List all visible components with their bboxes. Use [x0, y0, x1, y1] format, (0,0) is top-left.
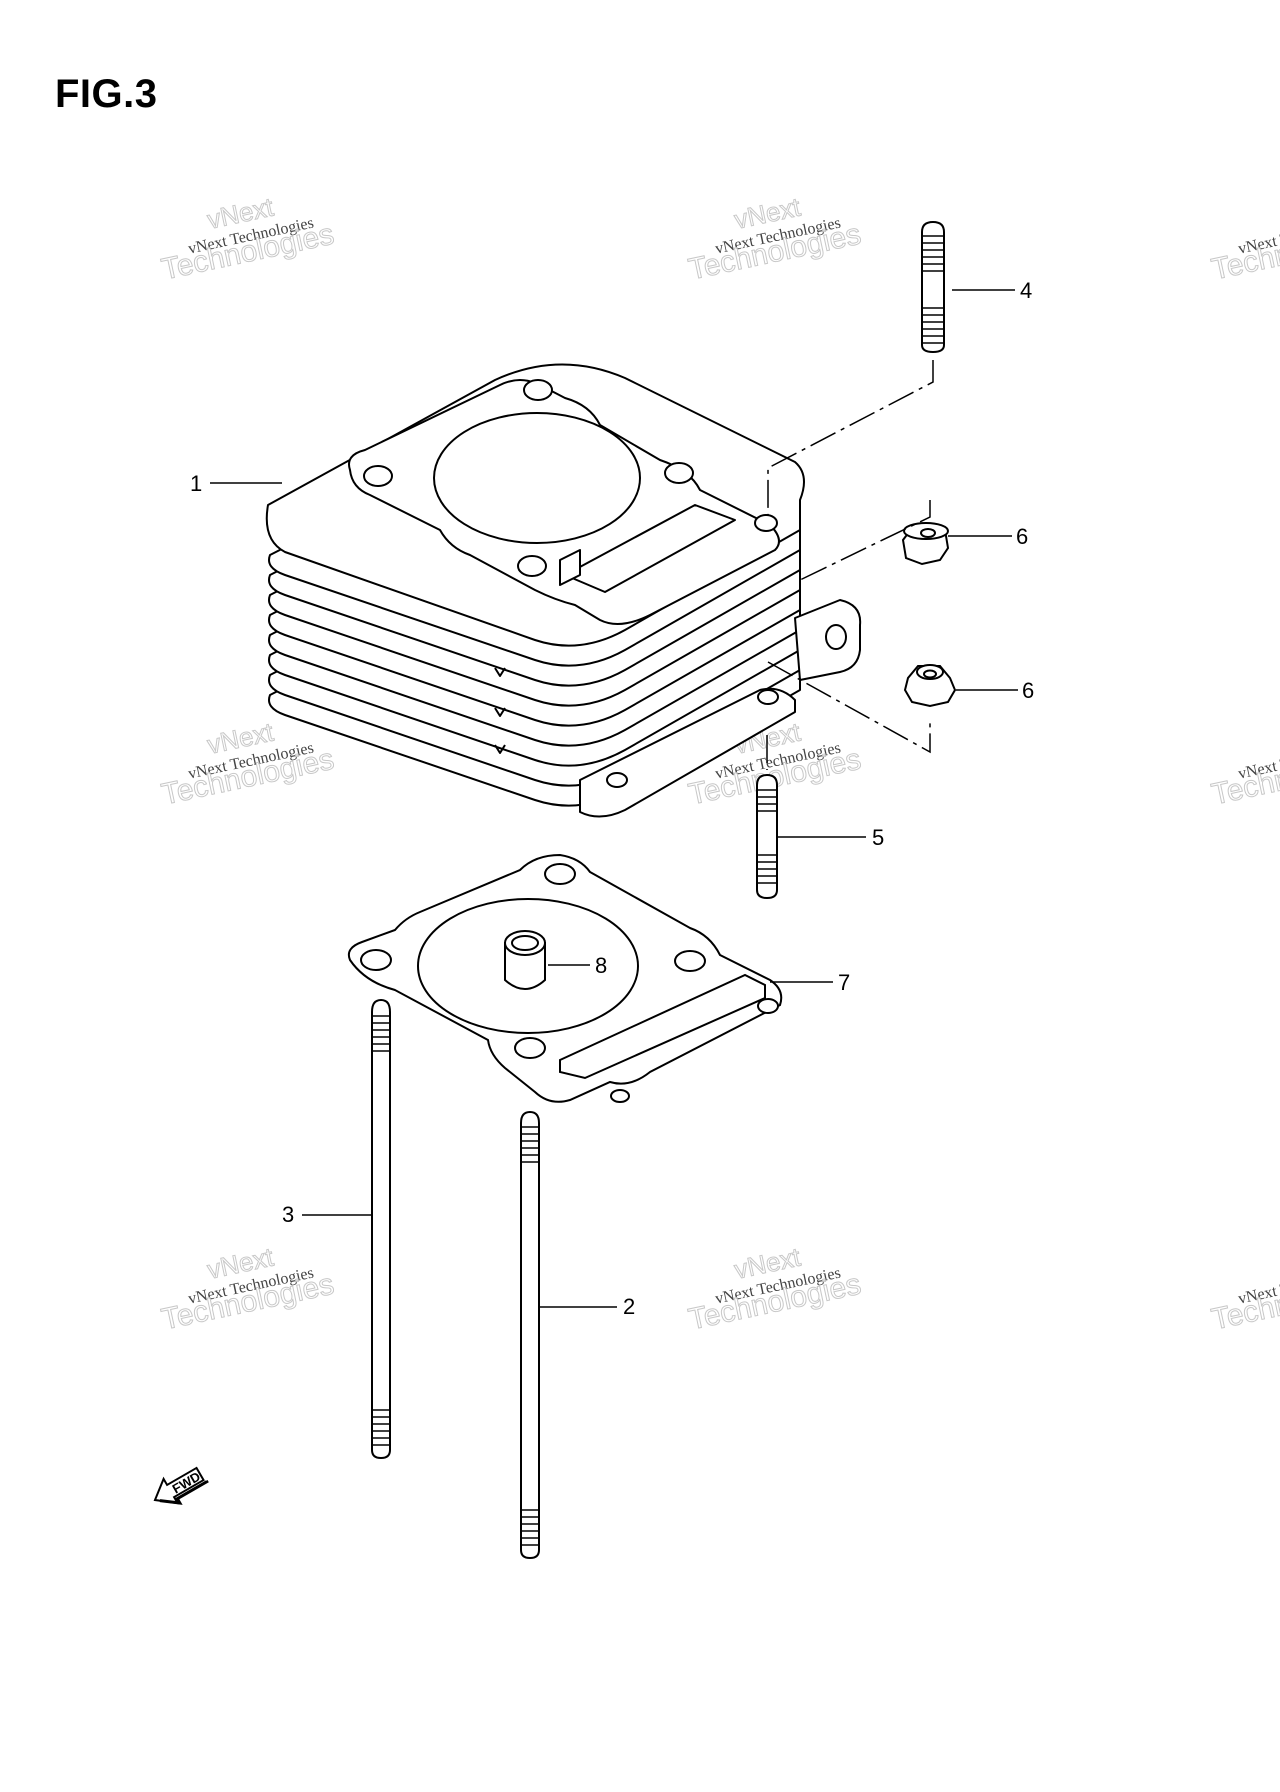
callout-7: 7: [838, 970, 850, 995]
callout-6-upper: 6: [1016, 524, 1028, 549]
stud-bolt-lower: [756, 773, 778, 900]
watermark: vNext Technologies Technologies: [1208, 1264, 1280, 1337]
long-stud-bolt-2: [520, 1110, 540, 1560]
cylinder-base-gasket: [347, 853, 783, 1103]
long-stud-bolt-3: [371, 998, 391, 1460]
watermark: vNext vNext Technologies Technologies: [158, 191, 337, 287]
watermark: vNext vNext Technologies Technologies: [685, 1241, 864, 1337]
nut-lower: [903, 664, 957, 708]
svg-text:Technologies: Technologies: [1209, 743, 1280, 812]
nut-upper: [901, 522, 950, 566]
alignment-lines: [766, 360, 934, 770]
callout-1: 1: [190, 471, 202, 496]
watermark: vNext Technologies Technologies: [1208, 214, 1280, 287]
figure-title: FIG.3: [55, 72, 158, 116]
fwd-direction-icon: FWD: [153, 1466, 209, 1505]
callout-6-lower: 6: [1022, 678, 1034, 703]
watermark: vNext vNext Technologies Technologies: [158, 1241, 337, 1337]
svg-text:Technologies: Technologies: [1209, 218, 1280, 287]
callout-5: 5: [872, 825, 884, 850]
callout-2: 2: [623, 1294, 635, 1319]
watermark: vNext vNext Technologies Technologies: [685, 191, 864, 287]
leader-lines: [210, 289, 1018, 1308]
callout-8: 8: [595, 953, 607, 978]
svg-text:Technologies: Technologies: [1209, 1268, 1280, 1337]
callout-labels: 1 2 3 4 5 6 6 7 8: [190, 278, 1034, 1319]
callout-4: 4: [1020, 278, 1032, 303]
callout-3: 3: [282, 1202, 294, 1227]
cylinder: [265, 363, 862, 818]
watermark: vNext Technologies Technologies: [1208, 739, 1280, 812]
stud-bolt-upper: [921, 220, 945, 354]
dowel-pin: [504, 930, 546, 990]
